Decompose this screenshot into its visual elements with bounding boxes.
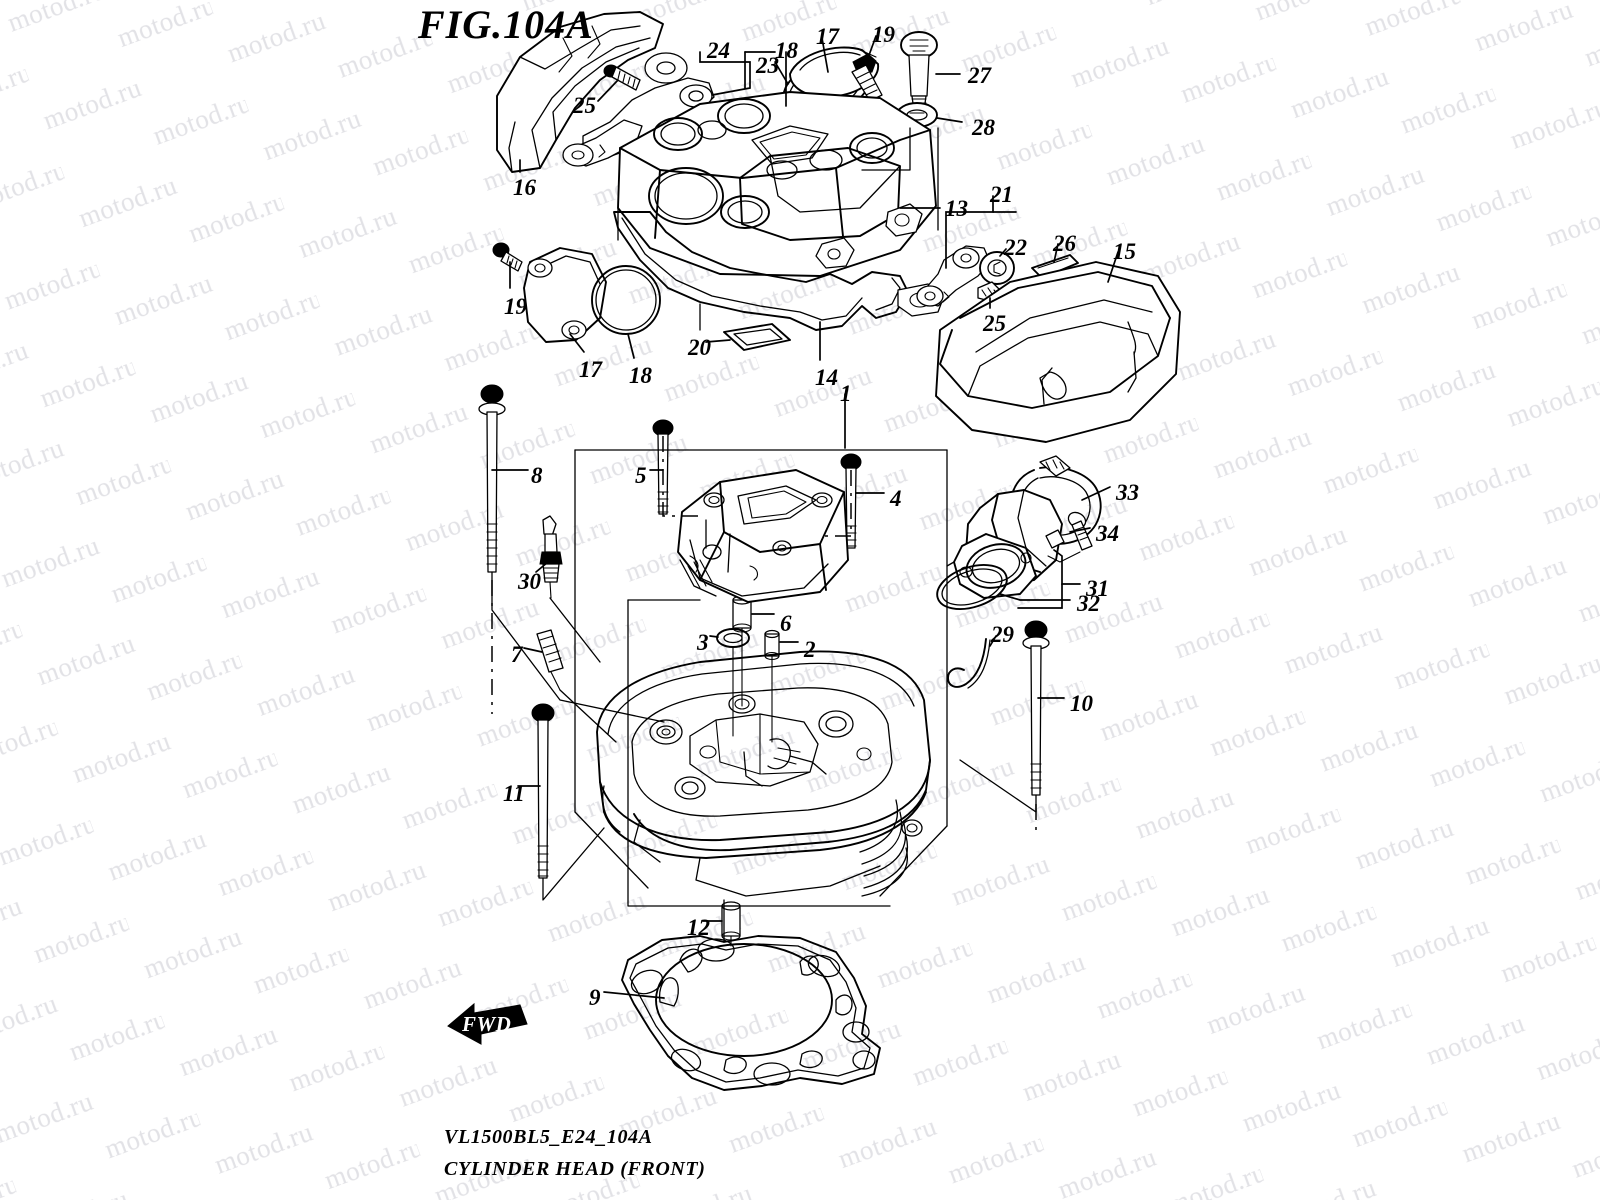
callout-19-upper[interactable]: 19 [872, 22, 895, 47]
part-8-head-bolt-long [478, 384, 506, 573]
callout-15[interactable]: 15 [1113, 239, 1136, 264]
part-7-stud-bolt [536, 629, 564, 691]
part-1-cam-holder [677, 469, 849, 603]
part-25-screw [603, 64, 641, 91]
fwd-direction-label: FWD [462, 1012, 512, 1036]
callout-18[interactable]: 18 [629, 363, 652, 388]
callout-25[interactable]: 25 [573, 93, 596, 118]
callout-16[interactable]: 16 [513, 175, 536, 200]
callout-19[interactable]: 19 [504, 294, 527, 319]
callout-25-right[interactable]: 25 [983, 311, 1006, 336]
part-10-head-bolt-right [1022, 620, 1050, 796]
callout-17[interactable]: 17 [579, 357, 602, 382]
part-5-bolt [652, 419, 674, 515]
callout-32[interactable]: 32 [1077, 591, 1100, 616]
part-17-breather-cover-left [523, 247, 607, 343]
callout-33[interactable]: 33 [1116, 480, 1139, 505]
part-19-bolt-upper [851, 53, 883, 102]
callout-24[interactable]: 24 [707, 38, 730, 63]
callout-4[interactable]: 4 [890, 486, 902, 511]
part-3-o-ring [716, 628, 750, 648]
cylinder-head-body [596, 650, 931, 897]
part-9-head-gasket [621, 935, 881, 1091]
part-29-clip-hook [947, 638, 991, 689]
callout-14[interactable]: 14 [815, 365, 838, 390]
callout-21[interactable]: 21 [990, 182, 1013, 207]
callout-10[interactable]: 10 [1070, 691, 1093, 716]
part-27-bolt [900, 31, 938, 112]
callout-20[interactable]: 20 [688, 335, 711, 360]
part-13-valve-cover [617, 91, 937, 277]
callout-13[interactable]: 13 [945, 196, 968, 221]
callout-28[interactable]: 28 [972, 115, 995, 140]
part-20-grommet-seal [723, 323, 791, 351]
part-11-head-bolt-left [531, 703, 555, 879]
callout-23[interactable]: 23 [756, 53, 779, 78]
callout-30[interactable]: 30 [518, 569, 541, 594]
callout-8[interactable]: 8 [531, 463, 543, 488]
callout-17-upper[interactable]: 17 [816, 24, 839, 49]
callout-26[interactable]: 26 [1053, 231, 1076, 256]
part-19-bolt-left [492, 242, 523, 272]
callout-9[interactable]: 9 [589, 985, 601, 1010]
callout-1[interactable]: 1 [840, 381, 852, 406]
callout-11[interactable]: 11 [503, 781, 525, 806]
part-15-head-cover-chrome [935, 261, 1181, 443]
callout-6[interactable]: 6 [780, 611, 792, 636]
footer-assembly-name: CYLINDER HEAD (FRONT) [444, 1158, 706, 1180]
callout-5[interactable]: 5 [635, 463, 647, 488]
part-12-dowel-pin [721, 901, 741, 941]
callout-34[interactable]: 34 [1096, 521, 1119, 546]
footer-part-code: VL1500BL5_E24_104A [444, 1126, 653, 1148]
callout-7[interactable]: 7 [511, 642, 523, 667]
part-30-spark-plug [539, 515, 563, 599]
callout-29[interactable]: 29 [991, 622, 1014, 647]
callout-22[interactable]: 22 [1004, 235, 1027, 260]
callout-12[interactable]: 12 [687, 915, 710, 940]
callout-3[interactable]: 3 [697, 630, 709, 655]
callout-2[interactable]: 2 [804, 637, 816, 662]
figure-title: FIG.104A [418, 2, 594, 47]
part-31-intake-pipe [953, 489, 1065, 599]
callout-27[interactable]: 27 [968, 63, 991, 88]
